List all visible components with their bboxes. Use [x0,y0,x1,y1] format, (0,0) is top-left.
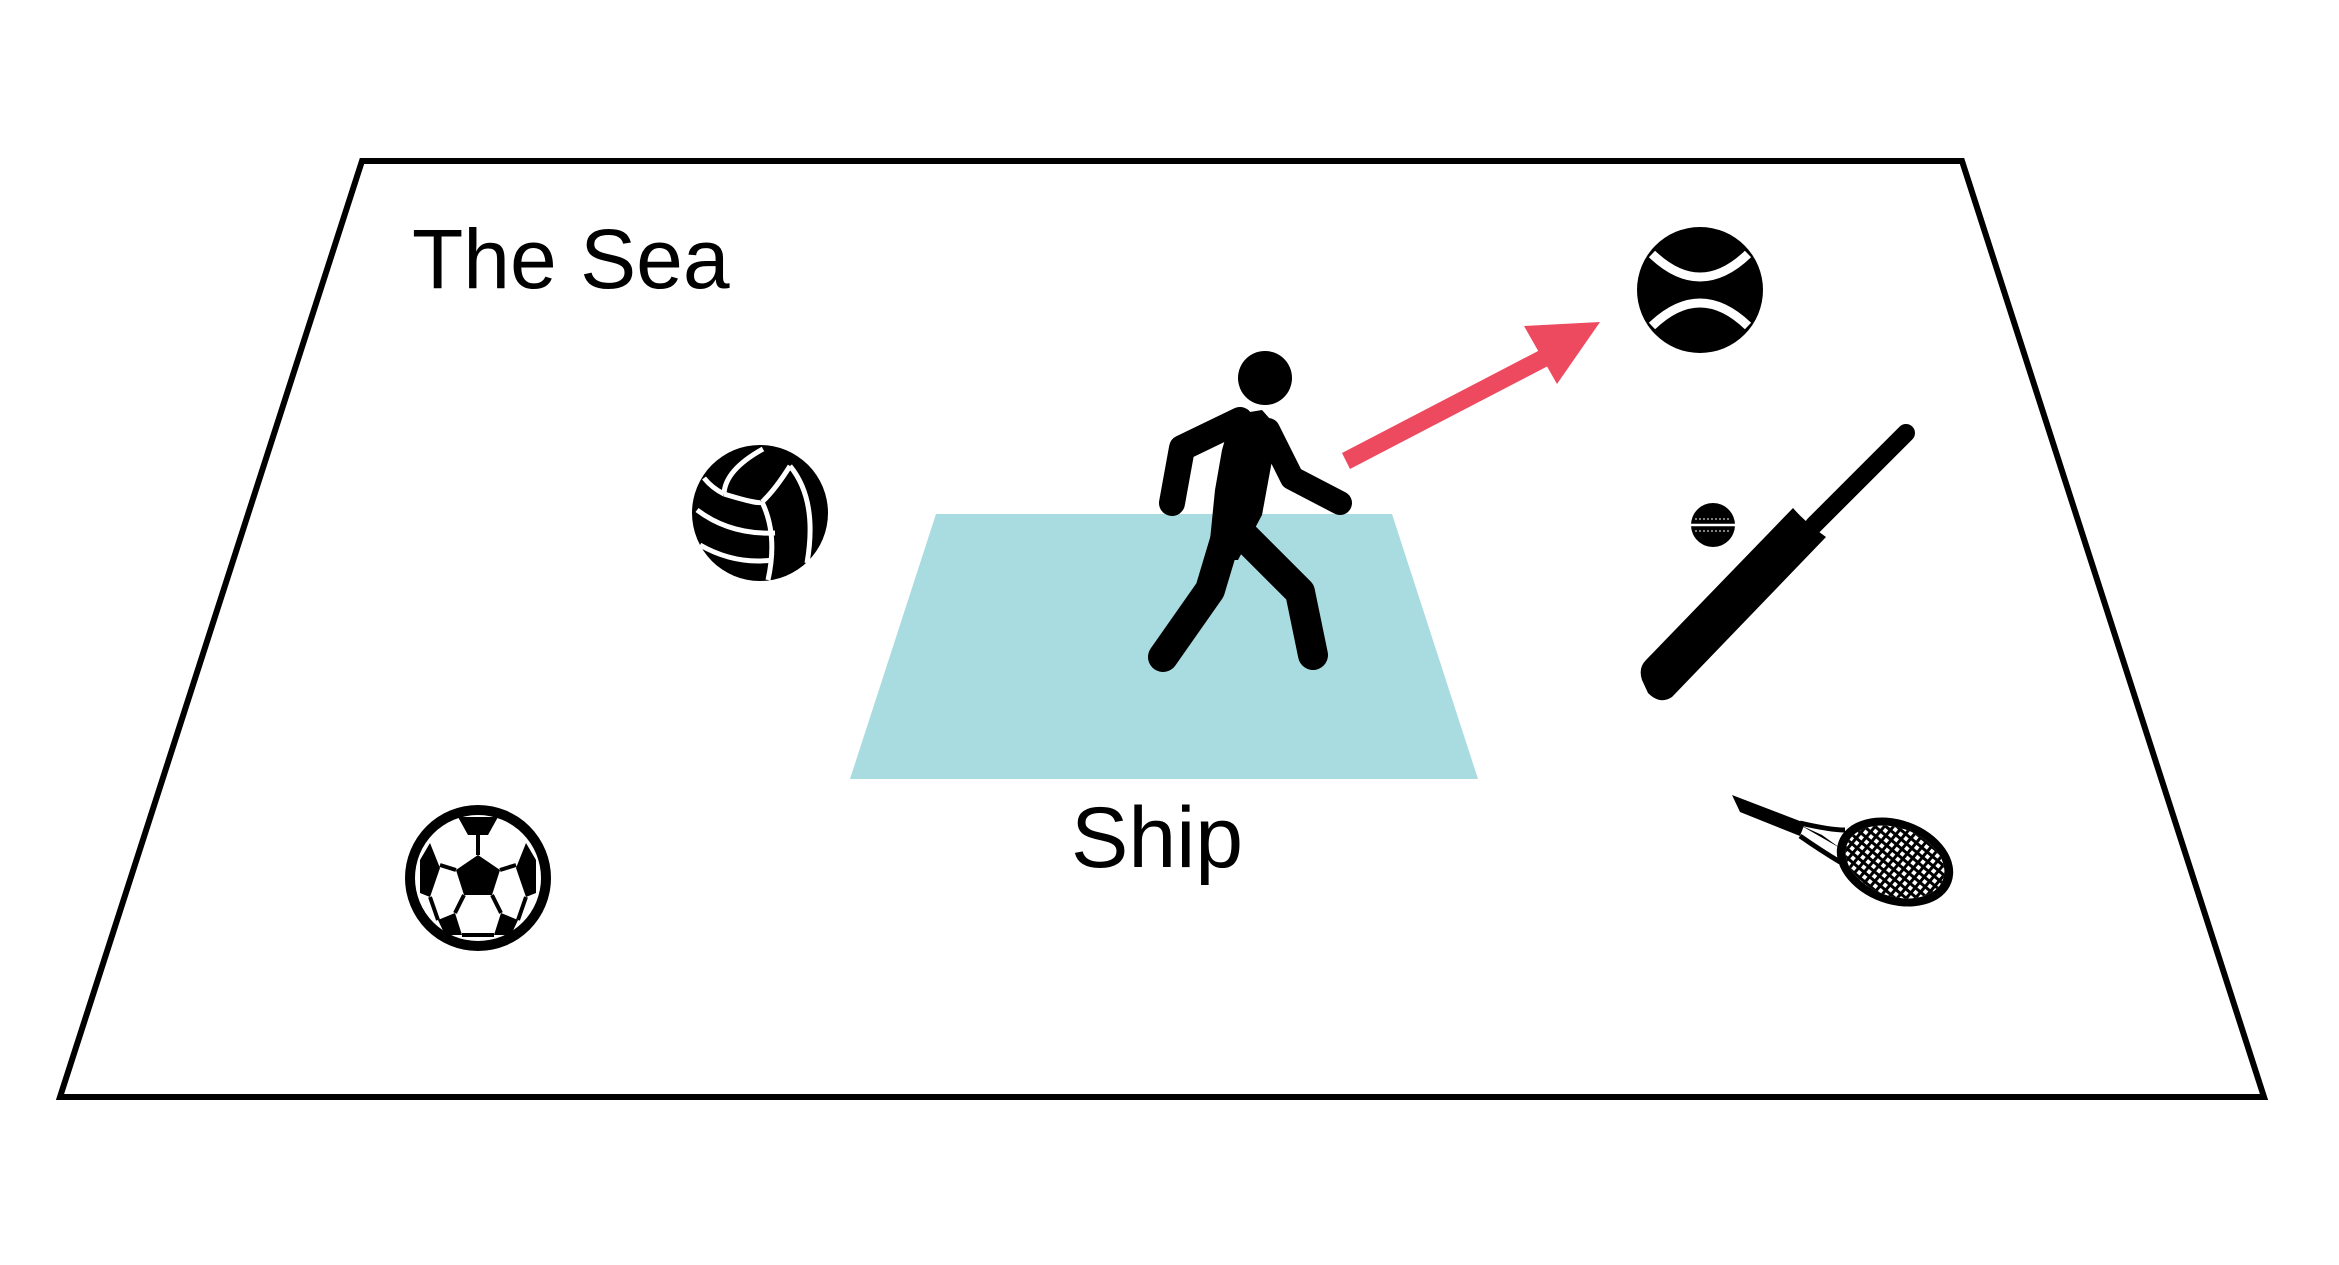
direction-arrow [1342,322,1600,469]
sea-label: The Sea [412,212,730,306]
ship-label: Ship [1071,790,1244,886]
cricket-ball-icon [1690,503,1736,547]
soccer-ball-icon [405,805,551,951]
cricket-bat-icon [1640,424,1915,701]
volleyball-icon [692,445,828,581]
walking-person-icon [1148,351,1352,672]
tennis-ball-icon [1637,227,1763,353]
tennis-racket-icon [1732,795,1954,907]
